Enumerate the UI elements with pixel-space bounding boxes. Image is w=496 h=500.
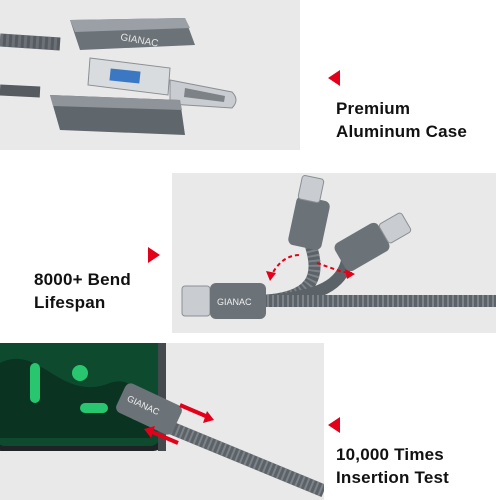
main-connector-logo: GIANAC: [217, 297, 252, 307]
bend-lifespan-panel: GIANAC: [172, 173, 496, 333]
arrow-left-icon: [148, 247, 160, 263]
exploded-connector-illustration: GIANAC: [0, 18, 237, 135]
aluminum-case-label: Premium Aluminum Case: [336, 99, 468, 141]
feature-bend-lifespan: [148, 247, 160, 263]
bend-lifespan-label: 8000+ Bend Lifespan: [34, 270, 131, 312]
insertion-test-illustration: GIANAC: [0, 343, 324, 498]
feature-aluminum-case: [328, 70, 340, 86]
feature-insertion-test: [328, 417, 340, 433]
insertion-test-panel: GIANAC: [0, 343, 324, 500]
arrow-left-icon: [328, 417, 340, 433]
bend-cable-illustration: GIANAC: [181, 175, 496, 319]
aluminum-case-panel: GIANAC: [0, 0, 300, 150]
arrow-left-icon: [328, 70, 340, 86]
insertion-test-label: 10,000 Times Insertion Test: [336, 445, 450, 487]
